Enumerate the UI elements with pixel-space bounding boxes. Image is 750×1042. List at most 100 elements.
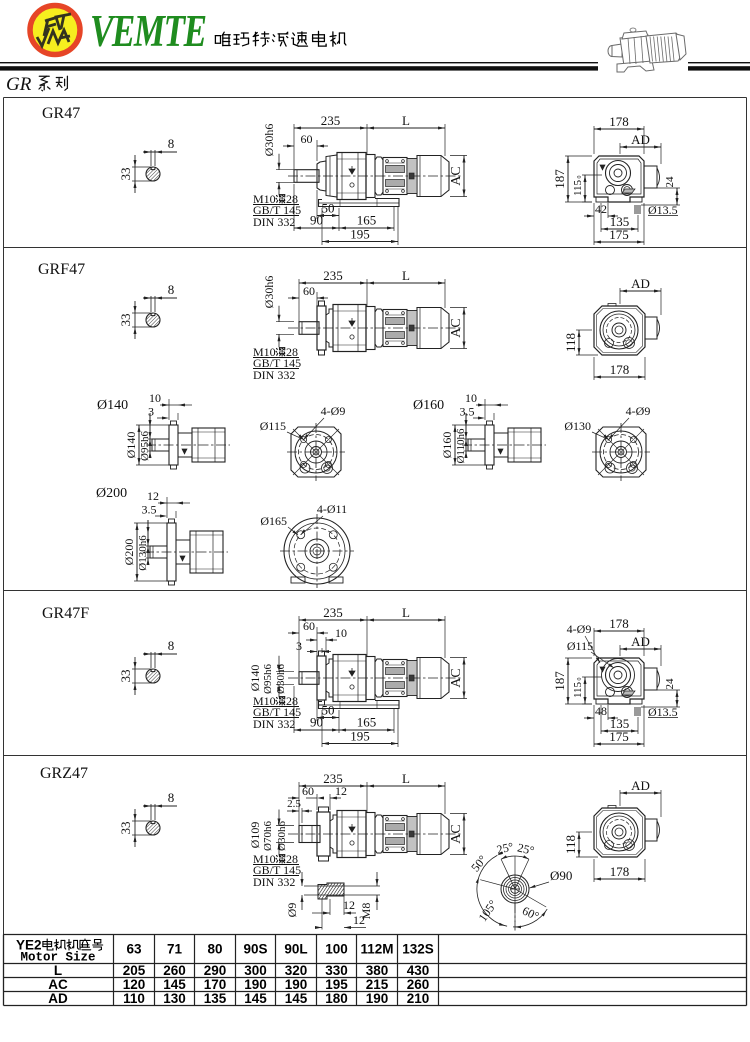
svg-text:Ø165: Ø165 [260, 514, 287, 528]
svg-text:L: L [402, 113, 410, 128]
svg-text:145: 145 [163, 977, 186, 992]
svg-text:290: 290 [204, 963, 227, 978]
svg-text:L: L [402, 605, 410, 620]
svg-text:135: 135 [610, 214, 630, 229]
svg-text:Ø140: Ø140 [97, 398, 128, 413]
svg-text:DIN 332: DIN 332 [253, 368, 295, 382]
svg-text:8: 8 [168, 638, 175, 653]
svg-text:115: 115 [572, 681, 584, 698]
svg-text:4-Ø9: 4-Ø9 [626, 404, 651, 418]
svg-text:3.5: 3.5 [142, 503, 157, 517]
svg-text:0: 0 [577, 678, 583, 681]
svg-text:L: L [54, 963, 62, 978]
svg-text:165: 165 [357, 715, 377, 730]
svg-text:3.5: 3.5 [460, 405, 475, 419]
svg-text:Ø30h6: Ø30h6 [276, 821, 288, 851]
svg-text:3: 3 [296, 639, 302, 653]
svg-text:Ø140: Ø140 [124, 432, 138, 459]
svg-text:AC: AC [449, 824, 464, 843]
svg-text:430: 430 [407, 963, 430, 978]
svg-text:25°: 25° [495, 839, 515, 856]
svg-text:175: 175 [609, 729, 629, 744]
svg-text:130: 130 [163, 991, 186, 1006]
svg-text:AD: AD [631, 634, 650, 649]
svg-text:115: 115 [572, 179, 584, 196]
svg-text:Ø160: Ø160 [413, 398, 444, 413]
svg-text:12: 12 [353, 913, 365, 927]
svg-text:63: 63 [126, 942, 142, 957]
svg-text:10: 10 [149, 391, 161, 405]
svg-text:90S: 90S [243, 942, 267, 957]
svg-text:110: 110 [123, 991, 145, 1006]
svg-text:80: 80 [207, 942, 222, 957]
svg-text:180: 180 [325, 991, 348, 1006]
svg-text:145: 145 [244, 991, 267, 1006]
svg-text:190: 190 [366, 991, 389, 1006]
svg-text:190: 190 [285, 977, 308, 992]
svg-text:260: 260 [163, 963, 186, 978]
svg-text:28: 28 [286, 852, 298, 866]
svg-text:50: 50 [322, 201, 335, 216]
svg-text:3: 3 [148, 405, 154, 419]
svg-text:Ø110h6: Ø110h6 [455, 428, 467, 464]
svg-text:60: 60 [302, 784, 314, 798]
svg-text:AC: AC [449, 318, 464, 337]
svg-text:8: 8 [168, 136, 175, 151]
svg-text:Ø130: Ø130 [564, 419, 591, 433]
svg-text:135: 135 [204, 991, 227, 1006]
svg-text:L: L [402, 771, 410, 786]
svg-text:260: 260 [407, 977, 430, 992]
svg-text:215: 215 [366, 977, 389, 992]
svg-text:GB/T 145: GB/T 145 [253, 356, 301, 370]
svg-text:12: 12 [147, 489, 159, 503]
svg-text:Motor Size: Motor Size [20, 951, 95, 965]
svg-text:M10: M10 [253, 694, 276, 708]
svg-text:12: 12 [335, 784, 347, 798]
svg-text:60: 60 [301, 132, 313, 146]
svg-text:DIN 332: DIN 332 [253, 875, 295, 889]
svg-text:Ø109: Ø109 [248, 822, 262, 849]
svg-text:60: 60 [303, 619, 315, 633]
svg-text:AD: AD [48, 991, 68, 1006]
svg-text:28: 28 [286, 345, 298, 359]
svg-text:178: 178 [610, 362, 630, 377]
svg-text:90: 90 [310, 715, 323, 730]
svg-text:GRF47: GRF47 [38, 261, 85, 278]
svg-text:33: 33 [118, 822, 133, 835]
svg-text:Ø115: Ø115 [260, 419, 286, 433]
svg-text:GRZ47: GRZ47 [40, 765, 88, 782]
svg-text:178: 178 [609, 616, 629, 631]
svg-text:50°: 50° [468, 852, 490, 874]
svg-text:33: 33 [118, 670, 133, 683]
svg-text:178: 178 [610, 864, 630, 879]
svg-text:M10: M10 [253, 345, 276, 359]
svg-text:170: 170 [204, 977, 227, 992]
svg-text:118: 118 [563, 835, 578, 854]
svg-text:GB/T 145: GB/T 145 [253, 863, 301, 877]
svg-text:205: 205 [123, 963, 146, 978]
svg-text:Ø200: Ø200 [96, 486, 127, 501]
svg-text:8: 8 [168, 282, 175, 297]
svg-text:90: 90 [310, 213, 323, 228]
svg-text:24: 24 [664, 176, 676, 188]
svg-text:DIN 332: DIN 332 [253, 717, 295, 731]
svg-text:YE2: YE2 [16, 938, 42, 953]
svg-text:90L: 90L [284, 942, 307, 957]
svg-text:320: 320 [285, 963, 308, 978]
svg-text:135: 135 [610, 716, 630, 731]
svg-text:195: 195 [325, 977, 348, 992]
svg-text:Ø90: Ø90 [550, 868, 572, 883]
svg-text:AD: AD [631, 276, 650, 291]
svg-text:Ø130h6: Ø130h6 [137, 535, 149, 571]
svg-text:235: 235 [323, 268, 343, 283]
svg-text:118: 118 [563, 333, 578, 352]
svg-text:60: 60 [303, 284, 315, 298]
svg-text:M8: M8 [359, 903, 373, 920]
svg-text:380: 380 [366, 963, 389, 978]
svg-text:195: 195 [350, 729, 370, 744]
svg-text:GR47: GR47 [42, 105, 80, 122]
svg-text:175: 175 [609, 227, 629, 242]
svg-text:AC: AC [449, 668, 464, 687]
svg-text:GB/T 145: GB/T 145 [253, 203, 301, 217]
svg-text:Ø115: Ø115 [567, 639, 593, 653]
